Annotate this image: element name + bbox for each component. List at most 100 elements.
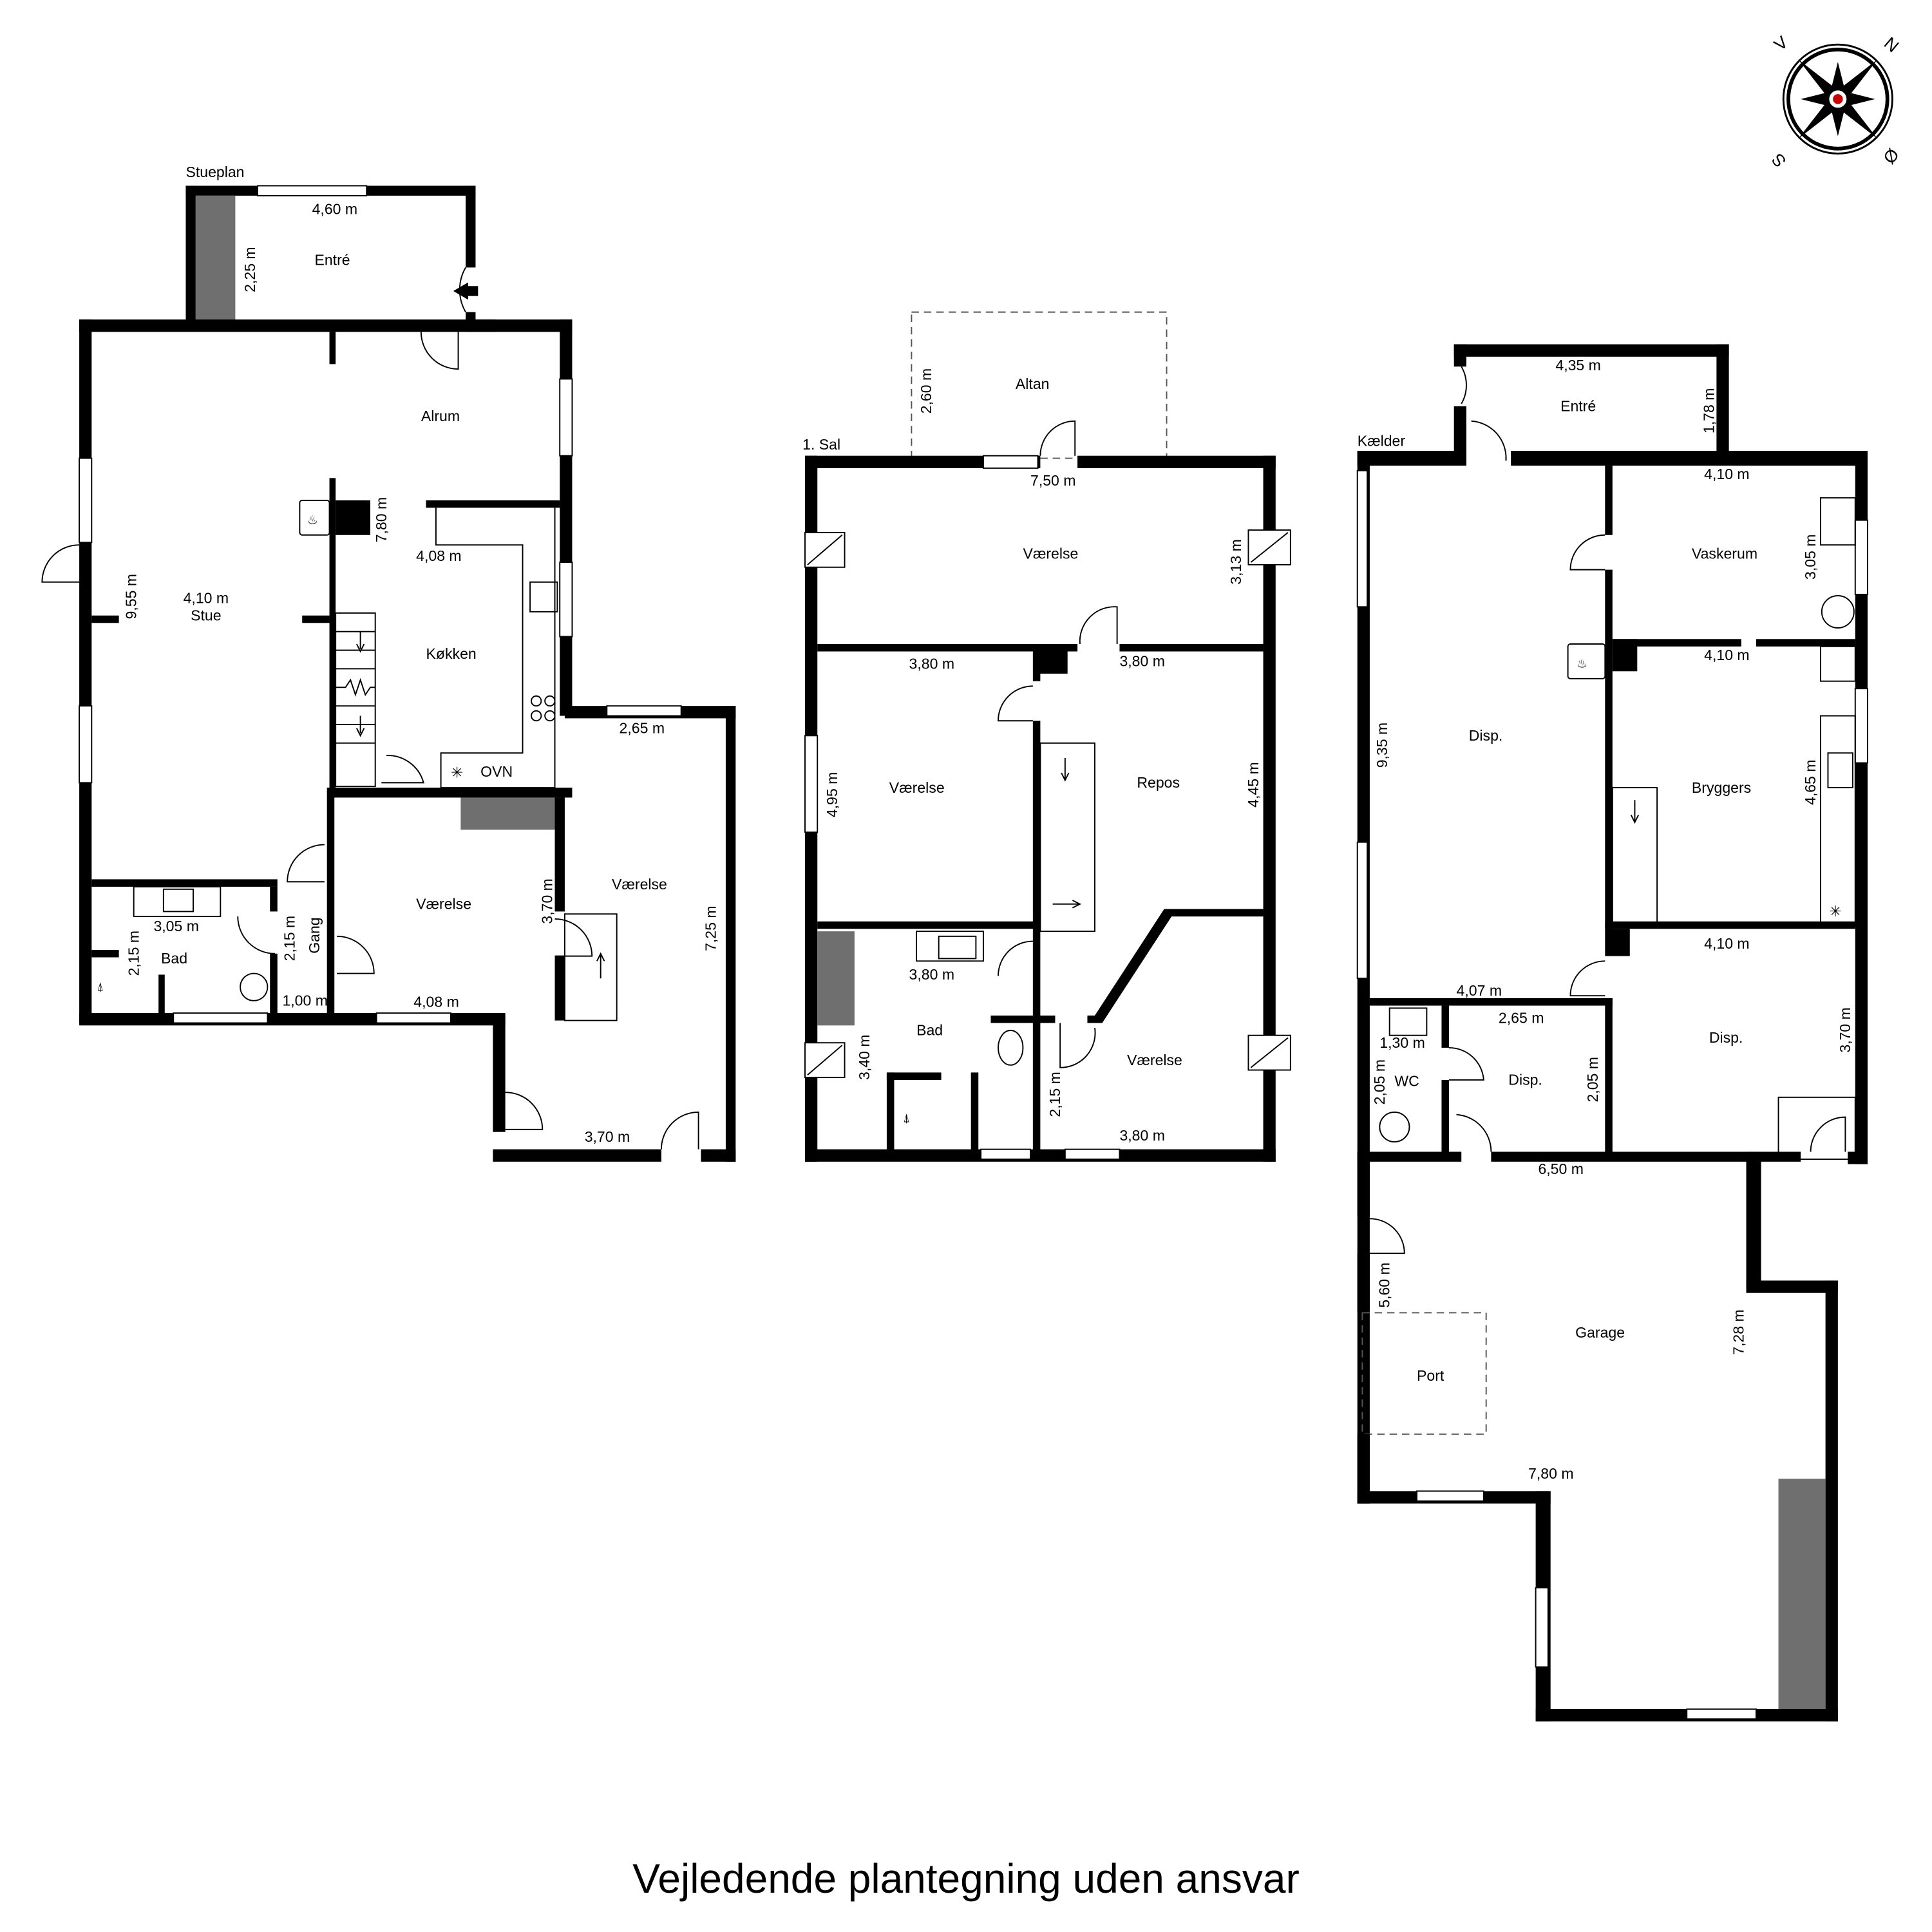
dim: 3,80 m xyxy=(909,966,955,983)
dim: 2,05 m xyxy=(1584,1057,1601,1103)
entrance-arrow-icon xyxy=(453,282,478,300)
room-entre: Entré xyxy=(314,252,350,269)
dim: 4,08 m xyxy=(416,547,462,564)
door-ext2[interactable] xyxy=(660,1111,699,1150)
dim: 3,80 m xyxy=(1119,653,1165,670)
floor-1-sal: 1. Sal ⍋ xyxy=(802,311,1291,1162)
room-gang: Gang xyxy=(306,917,323,953)
room-port: Port xyxy=(1417,1367,1444,1384)
dim: 9,35 m xyxy=(1374,723,1390,768)
fireplace xyxy=(299,499,330,536)
dim: 3,13 m xyxy=(1227,539,1244,585)
door-bad[interactable] xyxy=(998,940,1033,976)
dim: 6,50 m xyxy=(1538,1160,1584,1177)
door-vaerelse[interactable] xyxy=(337,935,375,974)
room-vaerelse-top: Værelse xyxy=(1023,545,1078,562)
dim: 2,05 m xyxy=(1371,1059,1388,1105)
door-vaerelse-top[interactable] xyxy=(1079,606,1118,645)
dim: 3,70 m xyxy=(1837,1007,1853,1053)
dim: 2,15 m xyxy=(1046,1072,1063,1117)
door-vaskerum[interactable] xyxy=(1569,534,1605,571)
door-disp[interactable] xyxy=(1471,420,1507,461)
dim: 7,25 m xyxy=(703,905,719,951)
dim: 4,07 m xyxy=(1457,982,1502,999)
dim: 4,08 m xyxy=(413,993,459,1010)
door-ext[interactable] xyxy=(505,1092,544,1130)
staircase xyxy=(335,612,424,788)
room-garage: Garage xyxy=(1575,1324,1625,1341)
dim: 4,65 m xyxy=(1802,759,1819,805)
dim: 2,15 m xyxy=(281,916,298,961)
bath-counter xyxy=(916,931,984,962)
door-outside[interactable] xyxy=(1810,1116,1846,1152)
freezer-icon: ✳ xyxy=(1829,903,1841,920)
room-vaerelse: Værelse xyxy=(416,896,471,913)
door-vaerelse2[interactable] xyxy=(554,918,593,957)
floor-title: Stueplan xyxy=(185,164,244,180)
door-gang[interactable] xyxy=(287,844,325,883)
room-vaerelse2: Værelse xyxy=(612,876,667,893)
door-disp-small[interactable] xyxy=(1456,1113,1492,1152)
door-garage[interactable] xyxy=(1369,1218,1405,1255)
room-repos: Repos xyxy=(1137,774,1180,791)
dim: 2,25 m xyxy=(242,247,258,292)
door-alrum[interactable] xyxy=(420,332,459,370)
door-altan[interactable] xyxy=(1039,420,1076,456)
dim: 3,70 m xyxy=(585,1128,630,1145)
garage-port xyxy=(1361,1312,1487,1435)
door-stue[interactable] xyxy=(41,544,80,583)
fireplace-icon: ♨ xyxy=(307,513,318,527)
dim: 4,10 m xyxy=(1704,466,1750,482)
door-entre[interactable] xyxy=(1461,366,1467,404)
dim: 7,50 m xyxy=(1030,472,1076,489)
disclaimer-footer: Vejledende plantegning uden ansvar xyxy=(632,1855,1300,1902)
compass-east: Ø xyxy=(1879,145,1902,167)
room-disp-big: Disp. xyxy=(1469,727,1503,744)
sink-icon xyxy=(1388,1007,1428,1036)
dim: 5,60 m xyxy=(1376,1262,1393,1308)
dim: 4,10 m xyxy=(1704,935,1750,952)
dim: 4,10 m xyxy=(1704,647,1750,663)
room-vaerelse-left: Værelse xyxy=(889,779,945,796)
room-wc: WC xyxy=(1394,1073,1419,1090)
dim: 7,80 m xyxy=(373,497,390,543)
room-altan: Altan xyxy=(1016,375,1050,392)
room-alrum: Alrum xyxy=(421,408,460,424)
dim: 3,40 m xyxy=(856,1034,873,1080)
floor-title: 1. Sal xyxy=(802,436,840,453)
room-disp-small: Disp. xyxy=(1508,1072,1542,1088)
door-stairs[interactable] xyxy=(381,755,424,784)
staircase xyxy=(1039,742,1095,933)
dim: 2,65 m xyxy=(1499,1009,1544,1026)
staircase-small xyxy=(1777,1096,1856,1160)
room-bryggers: Bryggers xyxy=(1692,779,1751,796)
toilet-icon xyxy=(1379,1111,1410,1143)
dim: 9,55 m xyxy=(123,574,140,620)
door-vaerelse-br[interactable] xyxy=(1059,1023,1096,1068)
floor-kaelder: Kælder ♨ ✳ xyxy=(1356,344,1868,1722)
floor-title: Kælder xyxy=(1358,432,1406,449)
door-bad[interactable] xyxy=(237,916,275,954)
compass-south: S xyxy=(1768,149,1790,171)
dim: 4,10 m xyxy=(184,590,229,607)
dim: 4,60 m xyxy=(312,201,358,218)
room-disp-right: Disp. xyxy=(1709,1029,1743,1046)
bath-counter xyxy=(133,886,222,918)
door-vaerelse-left[interactable] xyxy=(998,685,1033,722)
toilet-icon xyxy=(240,972,269,1001)
washing-sink xyxy=(1819,497,1856,546)
door-disp-right[interactable] xyxy=(1569,960,1605,997)
dim: 7,80 m xyxy=(1528,1465,1574,1482)
room-bad: Bad xyxy=(161,950,187,967)
compass-west: V xyxy=(1770,32,1792,55)
toilet-icon xyxy=(998,1030,1024,1066)
bryggers-counter xyxy=(1819,715,1856,927)
dim: 3,05 m xyxy=(153,918,199,934)
dim: 1,78 m xyxy=(1701,388,1718,434)
room-vaerelse-br: Værelse xyxy=(1127,1052,1182,1068)
washing-machine xyxy=(1821,595,1855,629)
floor-stueplan: Stueplan ♨ ✳ OVN xyxy=(41,164,736,1162)
door-wc[interactable] xyxy=(1448,1046,1484,1081)
dim: 1,00 m xyxy=(282,992,328,1009)
dim: 4,95 m xyxy=(824,772,840,818)
